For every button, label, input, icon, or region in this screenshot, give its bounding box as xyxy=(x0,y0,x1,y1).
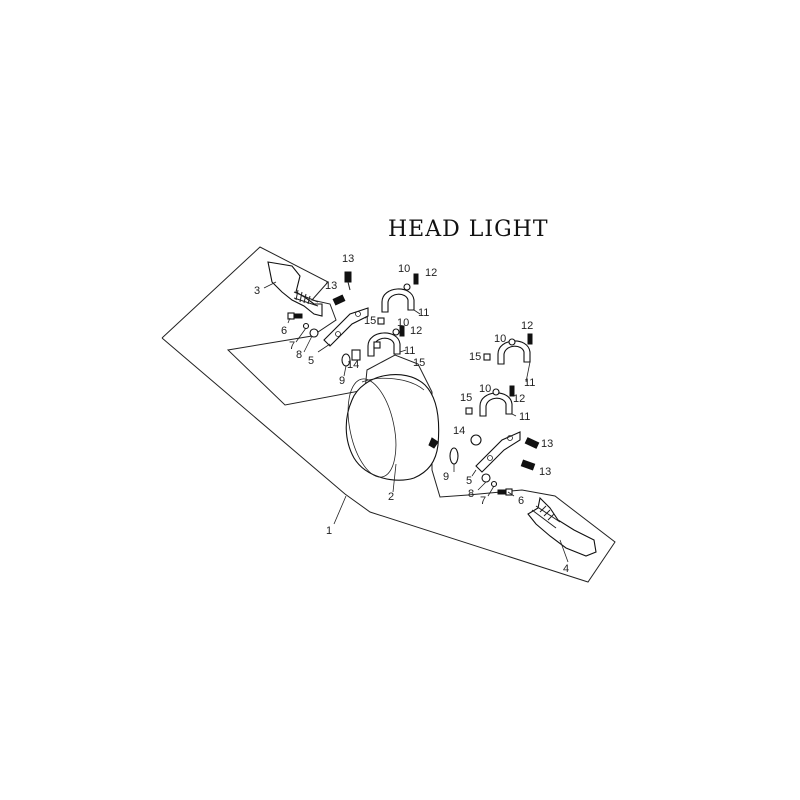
spacer-14-left xyxy=(351,349,361,361)
bolt-12-d xyxy=(509,385,515,397)
bolt-12-b xyxy=(399,325,405,337)
callout-15-a: 15 xyxy=(364,315,376,327)
callout-14-left: 14 xyxy=(347,359,359,371)
nut-15-b xyxy=(373,341,381,349)
bolt-6-left xyxy=(287,312,303,320)
left-clamp-upper xyxy=(381,288,415,313)
callout-2: 2 xyxy=(388,491,394,503)
callout-9-right: 9 xyxy=(443,471,449,483)
nut-10-d xyxy=(492,388,500,396)
headlight-housing xyxy=(345,374,440,481)
left-clamp-lower xyxy=(367,332,401,357)
callout-10-b: 10 xyxy=(397,317,409,329)
callout-15-d: 15 xyxy=(460,392,472,404)
right-clamp-lower xyxy=(479,392,513,417)
left-turn-signal xyxy=(267,261,323,317)
assembly-outline xyxy=(161,246,616,583)
bolt-13-left-lower xyxy=(332,294,346,306)
bolt-13-left-upper xyxy=(344,271,352,291)
washer-9-right xyxy=(449,447,459,465)
leader-lines xyxy=(263,281,569,563)
callout-9-left: 9 xyxy=(339,375,345,387)
callout-6-right: 6 xyxy=(518,495,524,507)
callout-11-a: 11 xyxy=(418,307,429,319)
nut-15-a xyxy=(377,317,385,325)
callout-8-right: 8 xyxy=(468,488,474,500)
callout-12-c: 12 xyxy=(521,320,533,332)
bolt-6-right xyxy=(497,488,513,496)
callout-12-b: 12 xyxy=(410,325,422,337)
washer-7-right xyxy=(490,480,498,488)
callout-6-left: 6 xyxy=(281,325,287,337)
washer-8-right xyxy=(481,473,491,483)
nut-15-c xyxy=(483,353,491,361)
callout-1: 1 xyxy=(326,525,332,537)
callout-3: 3 xyxy=(254,285,260,297)
callout-15-b: 15 xyxy=(413,357,425,369)
callout-11-b: 11 xyxy=(404,345,415,357)
callout-12-d: 12 xyxy=(513,393,525,405)
callout-8-left: 8 xyxy=(296,349,302,361)
callout-7-right: 7 xyxy=(480,495,486,507)
diagram-title: HEAD LIGHT xyxy=(388,217,549,242)
right-signal-stem xyxy=(531,505,561,529)
bolt-13-right-upper xyxy=(524,437,540,449)
left-mounting-bracket xyxy=(323,307,369,347)
callout-14-right: 14 xyxy=(453,425,465,437)
nut-10-b xyxy=(392,328,400,336)
left-signal-stem xyxy=(293,289,319,307)
callout-13-c: 13 xyxy=(541,438,553,450)
bolt-13-right-lower xyxy=(520,459,536,471)
callout-10-c: 10 xyxy=(494,333,506,345)
bolt-12-a xyxy=(413,273,419,285)
right-turn-signal xyxy=(527,496,597,557)
callout-11-d: 11 xyxy=(519,411,530,423)
callout-5-right: 5 xyxy=(466,475,472,487)
callout-labels: 1 2 3 4 5 5 6 6 7 7 8 8 9 9 10 10 10 10 … xyxy=(254,253,569,575)
callout-15-c: 15 xyxy=(469,351,481,363)
nut-10-a xyxy=(403,283,411,291)
callout-7-left: 7 xyxy=(289,340,295,352)
washer-8-left xyxy=(309,328,319,338)
spacer-14-right xyxy=(470,434,482,446)
callout-10-a: 10 xyxy=(398,263,410,275)
nut-10-c xyxy=(508,338,516,346)
right-mounting-bracket xyxy=(475,431,521,473)
callout-13-b: 13 xyxy=(325,280,337,292)
callout-10-d: 10 xyxy=(479,383,491,395)
bolt-12-c xyxy=(527,333,533,345)
washer-7-left xyxy=(302,322,310,330)
callout-4: 4 xyxy=(563,563,569,575)
callout-5-left: 5 xyxy=(308,355,314,367)
callout-13-a: 13 xyxy=(342,253,354,265)
callout-13-d: 13 xyxy=(539,466,551,478)
nut-15-d xyxy=(465,407,473,415)
callout-11-c: 11 xyxy=(524,377,535,389)
callout-12-a: 12 xyxy=(425,267,437,279)
